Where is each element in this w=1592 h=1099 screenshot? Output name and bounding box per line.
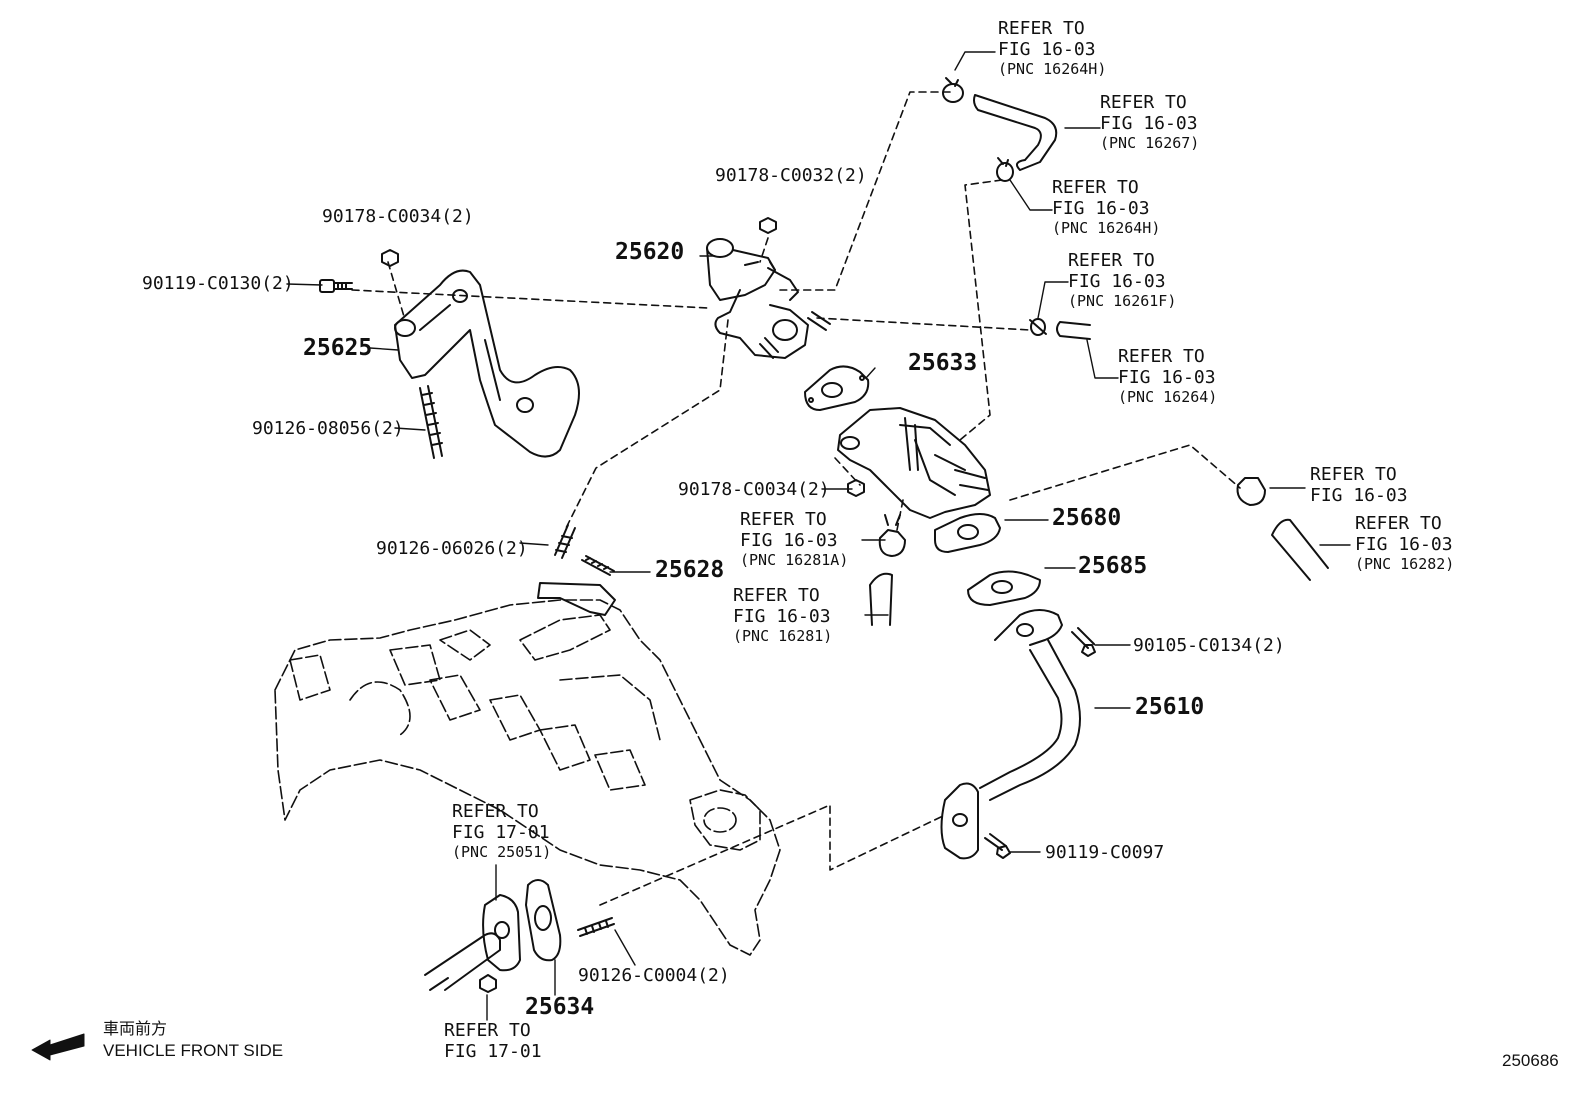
ref-pnc: (PNC 16264)	[1118, 388, 1218, 406]
hose-clamp-16264h-b	[996, 157, 1014, 182]
clamp-16281a	[878, 514, 906, 557]
part-number-90126-08056: 90126-08056(2)	[252, 418, 404, 439]
nut-17-01	[479, 974, 497, 993]
ref-line-1: REFER TO	[998, 18, 1085, 39]
part-number-90178-c0032: 90178-C0032(2)	[715, 165, 867, 186]
nut-90178-c0032	[759, 217, 777, 234]
ref-pnc: (PNC 16264H)	[998, 60, 1107, 78]
ref-line-2: FIG 16-03	[1355, 534, 1453, 555]
ref-line-2: FIG 16-03	[740, 530, 838, 551]
ref-line-2: FIG 17-01	[452, 822, 550, 843]
egr-tube-upper	[537, 582, 616, 616]
ref-label-16264h-mid: REFER TO FIG 16-03 (PNC 16264H)	[1052, 177, 1160, 238]
ref-line-2: FIG 16-03	[1068, 271, 1166, 292]
ref-line-1: REFER TO	[452, 801, 539, 822]
cylinder-head	[274, 599, 781, 956]
part-number-25680: 25680	[1052, 505, 1122, 531]
ref-line-2: FIG 16-03	[1100, 113, 1198, 134]
stud-90126-08056	[419, 385, 443, 459]
ref-pnc: (PNC 16261F)	[1068, 292, 1177, 310]
ref-line-1: REFER TO	[1118, 346, 1205, 367]
bolt-90105-c0134	[1071, 627, 1096, 657]
part-number-25620: 25620	[615, 239, 685, 265]
ref-line-2: FIG 16-03	[733, 606, 831, 627]
part-number-25685: 25685	[1078, 553, 1148, 579]
ref-pnc: (PNC 16282)	[1355, 555, 1455, 573]
direction-label-jp: 車両前方	[103, 1019, 168, 1038]
ref-line-1: REFER TO	[1100, 92, 1187, 113]
ref-pnc: (PNC 25051)	[452, 843, 552, 861]
diagram-id: 250686	[1502, 1051, 1559, 1070]
ref-line-1: REFER TO	[444, 1020, 531, 1041]
ref-label-clamp-right: REFER TO FIG 16-03	[1310, 464, 1408, 506]
ref-line-2: FIG 16-03	[1310, 485, 1408, 506]
stud-90126-06026	[554, 524, 576, 559]
ref-label-16264h-top: REFER TO FIG 16-03 (PNC 16264H)	[998, 18, 1106, 79]
gasket-25633	[804, 365, 870, 411]
ref-label-16281: REFER TO FIG 16-03 (PNC 16281)	[733, 585, 832, 646]
bolt-90119-c0130	[319, 279, 353, 293]
part-number-25633: 25633	[908, 350, 978, 376]
ref-line-1: REFER TO	[1068, 250, 1155, 271]
ref-label-16282: REFER TO FIG 16-03 (PNC 16282)	[1355, 513, 1454, 574]
clamp-right	[1236, 477, 1266, 506]
egr-cooler-25680	[837, 407, 1001, 553]
ref-line-1: REFER TO	[733, 585, 820, 606]
ref-label-16264: REFER TO FIG 16-03 (PNC 16264)	[1118, 346, 1217, 407]
ref-label-16281a: REFER TO FIG 16-03 (PNC 16281A)	[740, 509, 848, 570]
bolt-90119-c0097	[984, 833, 1011, 859]
hose-clamp-16264h-a	[942, 77, 964, 103]
ref-line-1: REFER TO	[1355, 513, 1442, 534]
gasket-25685	[967, 570, 1041, 606]
ref-label-17-01-bottom: REFER TO FIG 17-01	[444, 1020, 542, 1062]
hose-16281	[869, 572, 893, 626]
ref-label-25051: REFER TO FIG 17-01 (PNC 25051)	[452, 801, 551, 862]
bracket-25625	[394, 269, 580, 458]
part-number-25628: 25628	[655, 557, 725, 583]
vehicle-front-arrow	[31, 1033, 85, 1061]
hose-16264	[1056, 321, 1091, 340]
egr-valve-25620	[706, 238, 831, 359]
part-number-25634: 25634	[525, 994, 595, 1020]
ref-pnc: (PNC 16267)	[1100, 134, 1200, 152]
ref-line-1: REFER TO	[740, 509, 827, 530]
ref-pnc: (PNC 16264H)	[1052, 219, 1161, 237]
part-number-90178-c0034-a: 90178-C0034(2)	[322, 206, 474, 227]
stud-90126-c0004	[577, 917, 615, 937]
part-number-90126-06026: 90126-06026(2)	[376, 538, 528, 559]
assembly-dashed-lines	[351, 91, 1241, 906]
ref-label-16267: REFER TO FIG 16-03 (PNC 16267)	[1100, 92, 1199, 153]
ref-line-2: FIG 17-01	[444, 1041, 542, 1062]
part-number-90126-c0004: 90126-C0004(2)	[578, 965, 730, 986]
ref-pnc: (PNC 16281)	[733, 627, 833, 645]
nut-90178-c0034-b	[847, 479, 865, 497]
part-number-25625: 25625	[303, 335, 373, 361]
ref-line-2: FIG 16-03	[1052, 198, 1150, 219]
part-number-90119-c0097: 90119-C0097	[1045, 842, 1165, 863]
direction-label-en: VEHICLE FRONT SIDE	[103, 1041, 284, 1060]
hose-16282	[1271, 518, 1329, 581]
hose-clamp-16261f	[1029, 318, 1047, 336]
leader-lines	[286, 51, 1351, 1021]
part-number-90119-c0130: 90119-C0130(2)	[142, 273, 294, 294]
ref-label-16261f: REFER TO FIG 16-03 (PNC 16261F)	[1068, 250, 1176, 311]
part-number-90105-c0134: 90105-C0134(2)	[1133, 635, 1285, 656]
egr-pipe-25610	[940, 609, 1081, 860]
nut-90178-c0034-a	[381, 249, 399, 267]
ref-line-1: REFER TO	[1310, 464, 1397, 485]
gasket-25634	[525, 879, 562, 962]
ref-pnc: (PNC 16281A)	[740, 551, 849, 569]
spring-25628	[581, 555, 615, 576]
part-number-25610: 25610	[1135, 694, 1205, 720]
ref-line-2: FIG 16-03	[1118, 367, 1216, 388]
hose-16267	[973, 94, 1058, 171]
ref-line-2: FIG 16-03	[998, 39, 1096, 60]
ref-line-1: REFER TO	[1052, 177, 1139, 198]
part-number-90178-c0034-b: 90178-C0034(2)	[678, 479, 830, 500]
exhaust-pipe-25051	[424, 894, 521, 991]
